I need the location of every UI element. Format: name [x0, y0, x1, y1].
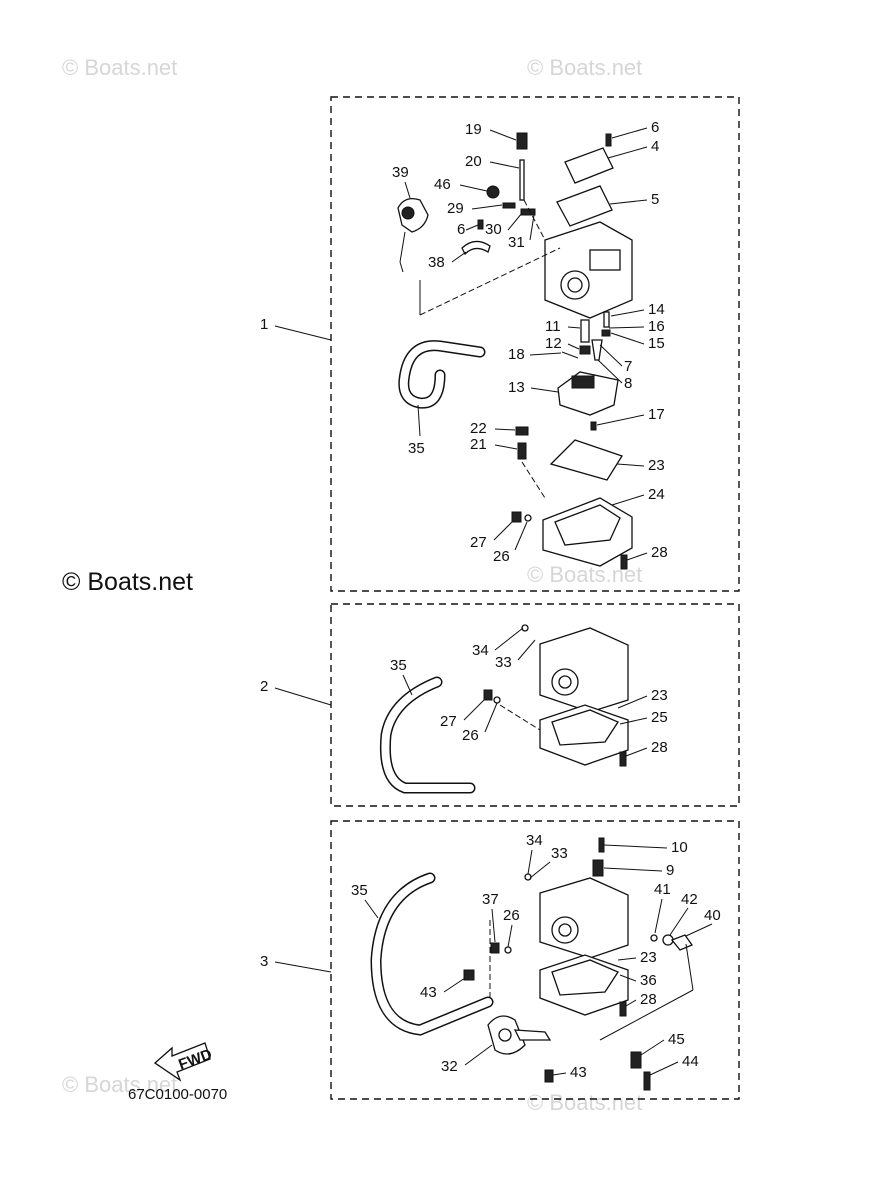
callout-9: 9 [666, 862, 674, 879]
callout-19: 19 [465, 121, 482, 138]
group-2-parts [379, 624, 629, 794]
callout-15: 15 [648, 335, 665, 352]
callouts-group-2: 34 33 35 23 27 25 26 28 [390, 627, 668, 757]
callout-37: 37 [482, 891, 499, 908]
group-1-label: 1 [260, 316, 268, 333]
callouts-group-1: 19 6 20 4 39 46 5 29 6 30 31 38 14 11 16… [392, 119, 668, 565]
callout-6b: 6 [457, 221, 465, 238]
callout-27: 27 [470, 534, 487, 551]
group-2-label: 2 [260, 678, 268, 695]
callout-13: 13 [508, 379, 525, 396]
callout-33: 33 [551, 845, 568, 862]
callout-21: 21 [470, 436, 487, 453]
callout-31: 31 [508, 234, 525, 251]
callout-41: 41 [654, 881, 671, 898]
callout-26: 26 [493, 548, 510, 565]
watermark-bottom-left: © Boats.net [62, 1072, 177, 1097]
callout-8: 8 [624, 375, 632, 392]
callout-16: 16 [648, 318, 665, 335]
callout-39: 39 [392, 164, 409, 181]
group-box-3 [330, 820, 740, 1100]
callout-33: 33 [495, 654, 512, 671]
fwd-label: FWD [176, 1046, 214, 1074]
callout-44: 44 [682, 1053, 699, 1070]
callout-28: 28 [640, 991, 657, 1008]
callout-40: 40 [704, 907, 721, 924]
callout-42: 42 [681, 891, 698, 908]
callout-43: 43 [420, 984, 437, 1001]
group-2-leader [274, 687, 332, 706]
callout-22: 22 [470, 420, 487, 437]
group-3-leader [274, 961, 332, 973]
callout-28: 28 [651, 544, 668, 561]
callout-10: 10 [671, 839, 688, 856]
diagram-code: 67C0100-0070 [128, 1086, 227, 1103]
callout-11: 11 [545, 318, 561, 335]
callout-25: 25 [651, 709, 668, 726]
group-1-parts [397, 132, 633, 570]
callout-32: 32 [441, 1058, 458, 1075]
group-box-1 [330, 96, 740, 592]
watermark-dark: © Boats.net [62, 568, 193, 596]
callout-17: 17 [648, 406, 665, 423]
callout-35: 35 [390, 657, 407, 674]
group-3-label: 3 [260, 953, 268, 970]
callout-46: 46 [434, 176, 451, 193]
callout-23: 23 [651, 687, 668, 704]
callout-20: 20 [465, 153, 482, 170]
callout-45: 45 [668, 1031, 685, 1048]
group-3-parts [370, 837, 694, 1091]
watermark-bottom-right: © Boats.net [527, 1090, 642, 1115]
callout-43b: 43 [570, 1064, 587, 1081]
callout-34: 34 [472, 642, 489, 659]
callout-12: 12 [545, 335, 562, 352]
group-1-leader [274, 325, 332, 341]
callout-38: 38 [428, 254, 445, 271]
callout-29: 29 [447, 200, 464, 217]
callout-5: 5 [651, 191, 659, 208]
callout-23: 23 [640, 949, 657, 966]
callouts-group-3: 34 10 33 9 35 41 37 26 42 40 23 36 43 28… [351, 832, 721, 1081]
callout-26: 26 [462, 727, 479, 744]
callout-28: 28 [651, 739, 668, 756]
callout-18: 18 [508, 346, 525, 363]
callout-4: 4 [651, 138, 659, 155]
callout-26: 26 [503, 907, 520, 924]
callout-7: 7 [624, 358, 632, 375]
watermark-top-right: © Boats.net [527, 55, 642, 80]
callout-35: 35 [351, 882, 368, 899]
callout-35: 35 [408, 440, 425, 457]
callout-6: 6 [651, 119, 659, 136]
callout-14: 14 [648, 301, 665, 318]
callout-36: 36 [640, 972, 657, 989]
callout-23: 23 [648, 457, 665, 474]
callout-30: 30 [485, 221, 502, 238]
callout-34: 34 [526, 832, 543, 849]
callout-27: 27 [440, 713, 457, 730]
watermark-top-left: © Boats.net [62, 55, 177, 80]
callout-24: 24 [648, 486, 665, 503]
